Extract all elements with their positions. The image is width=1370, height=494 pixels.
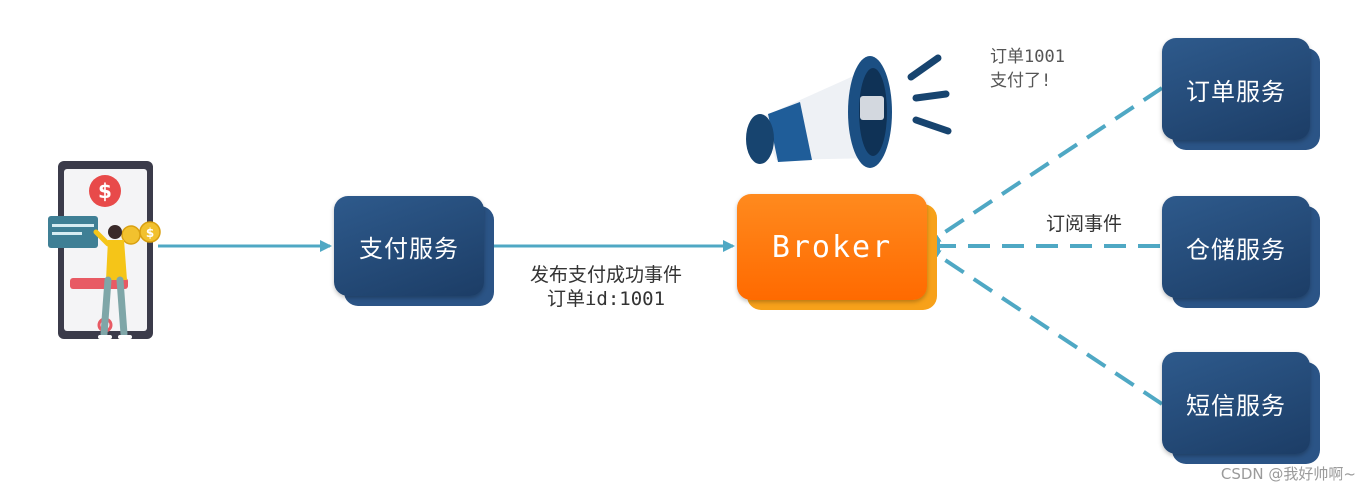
sms-service-label: 短信服务 — [1162, 352, 1310, 454]
svg-text:$: $ — [146, 226, 154, 240]
pay-service-node: 支付服务 — [334, 196, 484, 296]
storage-service-label: 仓储服务 — [1162, 196, 1310, 298]
sms-service-node: 短信服务 — [1162, 352, 1310, 454]
order-service-label: 订单服务 — [1162, 38, 1310, 140]
watermark: CSDN @我好帅啊~ — [1221, 463, 1356, 484]
broadcast-line1: 订单1001 — [990, 45, 1065, 69]
broker-node: Broker — [737, 194, 927, 300]
phone-payment-illustration: $ $ — [48, 161, 160, 339]
pay-service-label: 支付服务 — [334, 196, 484, 296]
dollar-icon: $ — [89, 175, 121, 207]
publish-event-label: 发布支付成功事件 订单id:1001 — [518, 263, 694, 311]
order-service-node: 订单服务 — [1162, 38, 1310, 140]
storage-service-node: 仓储服务 — [1162, 196, 1310, 298]
subscribe-event-label: 订阅事件 — [1046, 212, 1122, 236]
svg-text:$: $ — [98, 179, 112, 203]
subscribe-line-sms — [930, 250, 1162, 404]
publish-event-line1: 发布支付成功事件 — [518, 263, 694, 287]
megaphone-icon — [746, 56, 948, 168]
broadcast-message: 订单1001 支付了! — [990, 45, 1065, 93]
broker-label: Broker — [737, 194, 927, 300]
broadcast-line2: 支付了! — [990, 69, 1065, 93]
publish-event-line2: 订单id:1001 — [518, 287, 694, 311]
